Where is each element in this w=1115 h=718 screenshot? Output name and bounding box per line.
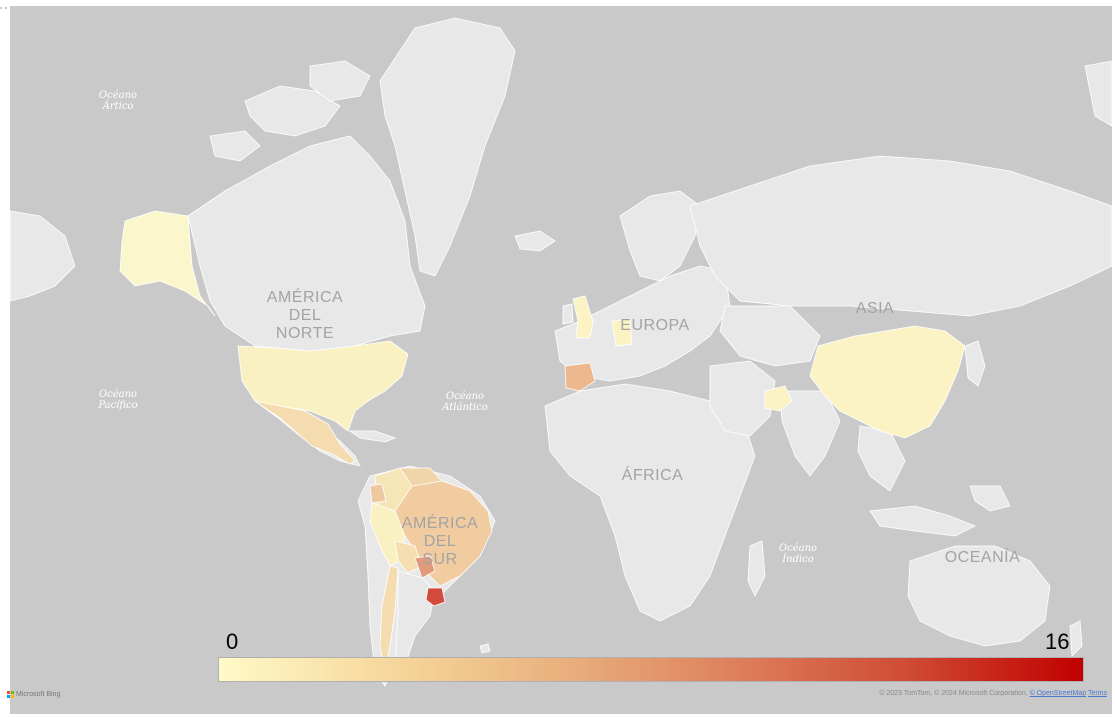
land-south-georgia — [479, 643, 491, 654]
terms-link[interactable]: Terms — [1087, 690, 1107, 697]
country-spain — [564, 362, 596, 392]
legend-color-scale — [218, 657, 1084, 682]
country-uk — [572, 295, 594, 339]
continent-label-south-america: AMÉRICA DEL SUR — [401, 515, 479, 568]
country-usa — [237, 340, 409, 432]
ocean-label-arctic: Océano Ártico — [98, 90, 138, 112]
land-canada-islands-2 — [309, 60, 371, 102]
continent-label-europe: EUROPA — [620, 317, 690, 334]
land-central-asia — [719, 305, 821, 367]
continent-label-oceania: OCEANÍA — [944, 549, 1021, 566]
land-scandinavia — [619, 190, 701, 282]
country-china — [809, 325, 966, 439]
land-cuba — [348, 430, 397, 443]
continent-label-africa: ÁFRICA — [621, 467, 684, 484]
country-brazil — [394, 480, 493, 587]
country-alaska — [119, 210, 216, 317]
land-canada — [187, 135, 426, 352]
legend-max-label: 16 — [1045, 629, 1070, 654]
ocean-label-atlantic: Océano Atlántico — [442, 391, 488, 413]
land-new-zealand — [1069, 620, 1083, 657]
country-germany — [611, 318, 633, 347]
land-chukotka — [10, 210, 76, 302]
country-mexico — [254, 400, 356, 465]
country-uruguay — [425, 587, 446, 607]
continent-label-asia: ASIA — [855, 300, 895, 317]
land-greenland — [379, 17, 516, 277]
microsoft-bing-logo: Microsoft Bing — [7, 691, 60, 698]
land-europe — [554, 265, 731, 382]
land-canada-islands — [244, 85, 341, 137]
map-canvas[interactable]: Océano Ártico Océano Pacífico Océano Atl… — [10, 6, 1112, 714]
country-ecuador — [369, 483, 387, 504]
country-bolivia — [394, 540, 423, 574]
land-russia — [689, 155, 1112, 317]
attribution-text: © 2023 TomTom, © 2024 Microsoft Corporat… — [879, 690, 1028, 697]
land-africa — [544, 383, 756, 622]
land-canada-islands-3 — [209, 130, 261, 162]
land-middle-east — [709, 360, 776, 437]
land-japan — [964, 340, 986, 387]
country-afghanistan — [764, 385, 793, 412]
world-map[interactable] — [10, 6, 1112, 714]
land-indonesia — [869, 505, 976, 537]
map-attribution: © 2023 TomTom, © 2024 Microsoft Corporat… — [879, 690, 1107, 697]
ocean-label-indian: Océano Índico — [778, 543, 818, 565]
land-madagascar — [747, 540, 766, 597]
legend-min-label: 0 — [226, 629, 239, 654]
land-iceland — [514, 230, 556, 252]
microsoft-logo-icon — [7, 691, 14, 698]
land-ireland — [562, 303, 574, 325]
continent-label-north-america: AMÉRICA DEL NORTE — [266, 289, 344, 342]
ocean-label-pacific: Océano Pacífico — [98, 389, 138, 411]
country-paraguay — [414, 555, 436, 579]
country-argentina — [394, 570, 436, 667]
land-east-edge — [1084, 60, 1112, 127]
land-australia — [907, 545, 1051, 647]
brand-text: Microsoft Bing — [16, 691, 61, 698]
openstreetmap-link[interactable]: © OpenStreetMap — [1029, 690, 1087, 697]
land-indonesia-2 — [969, 485, 1011, 512]
